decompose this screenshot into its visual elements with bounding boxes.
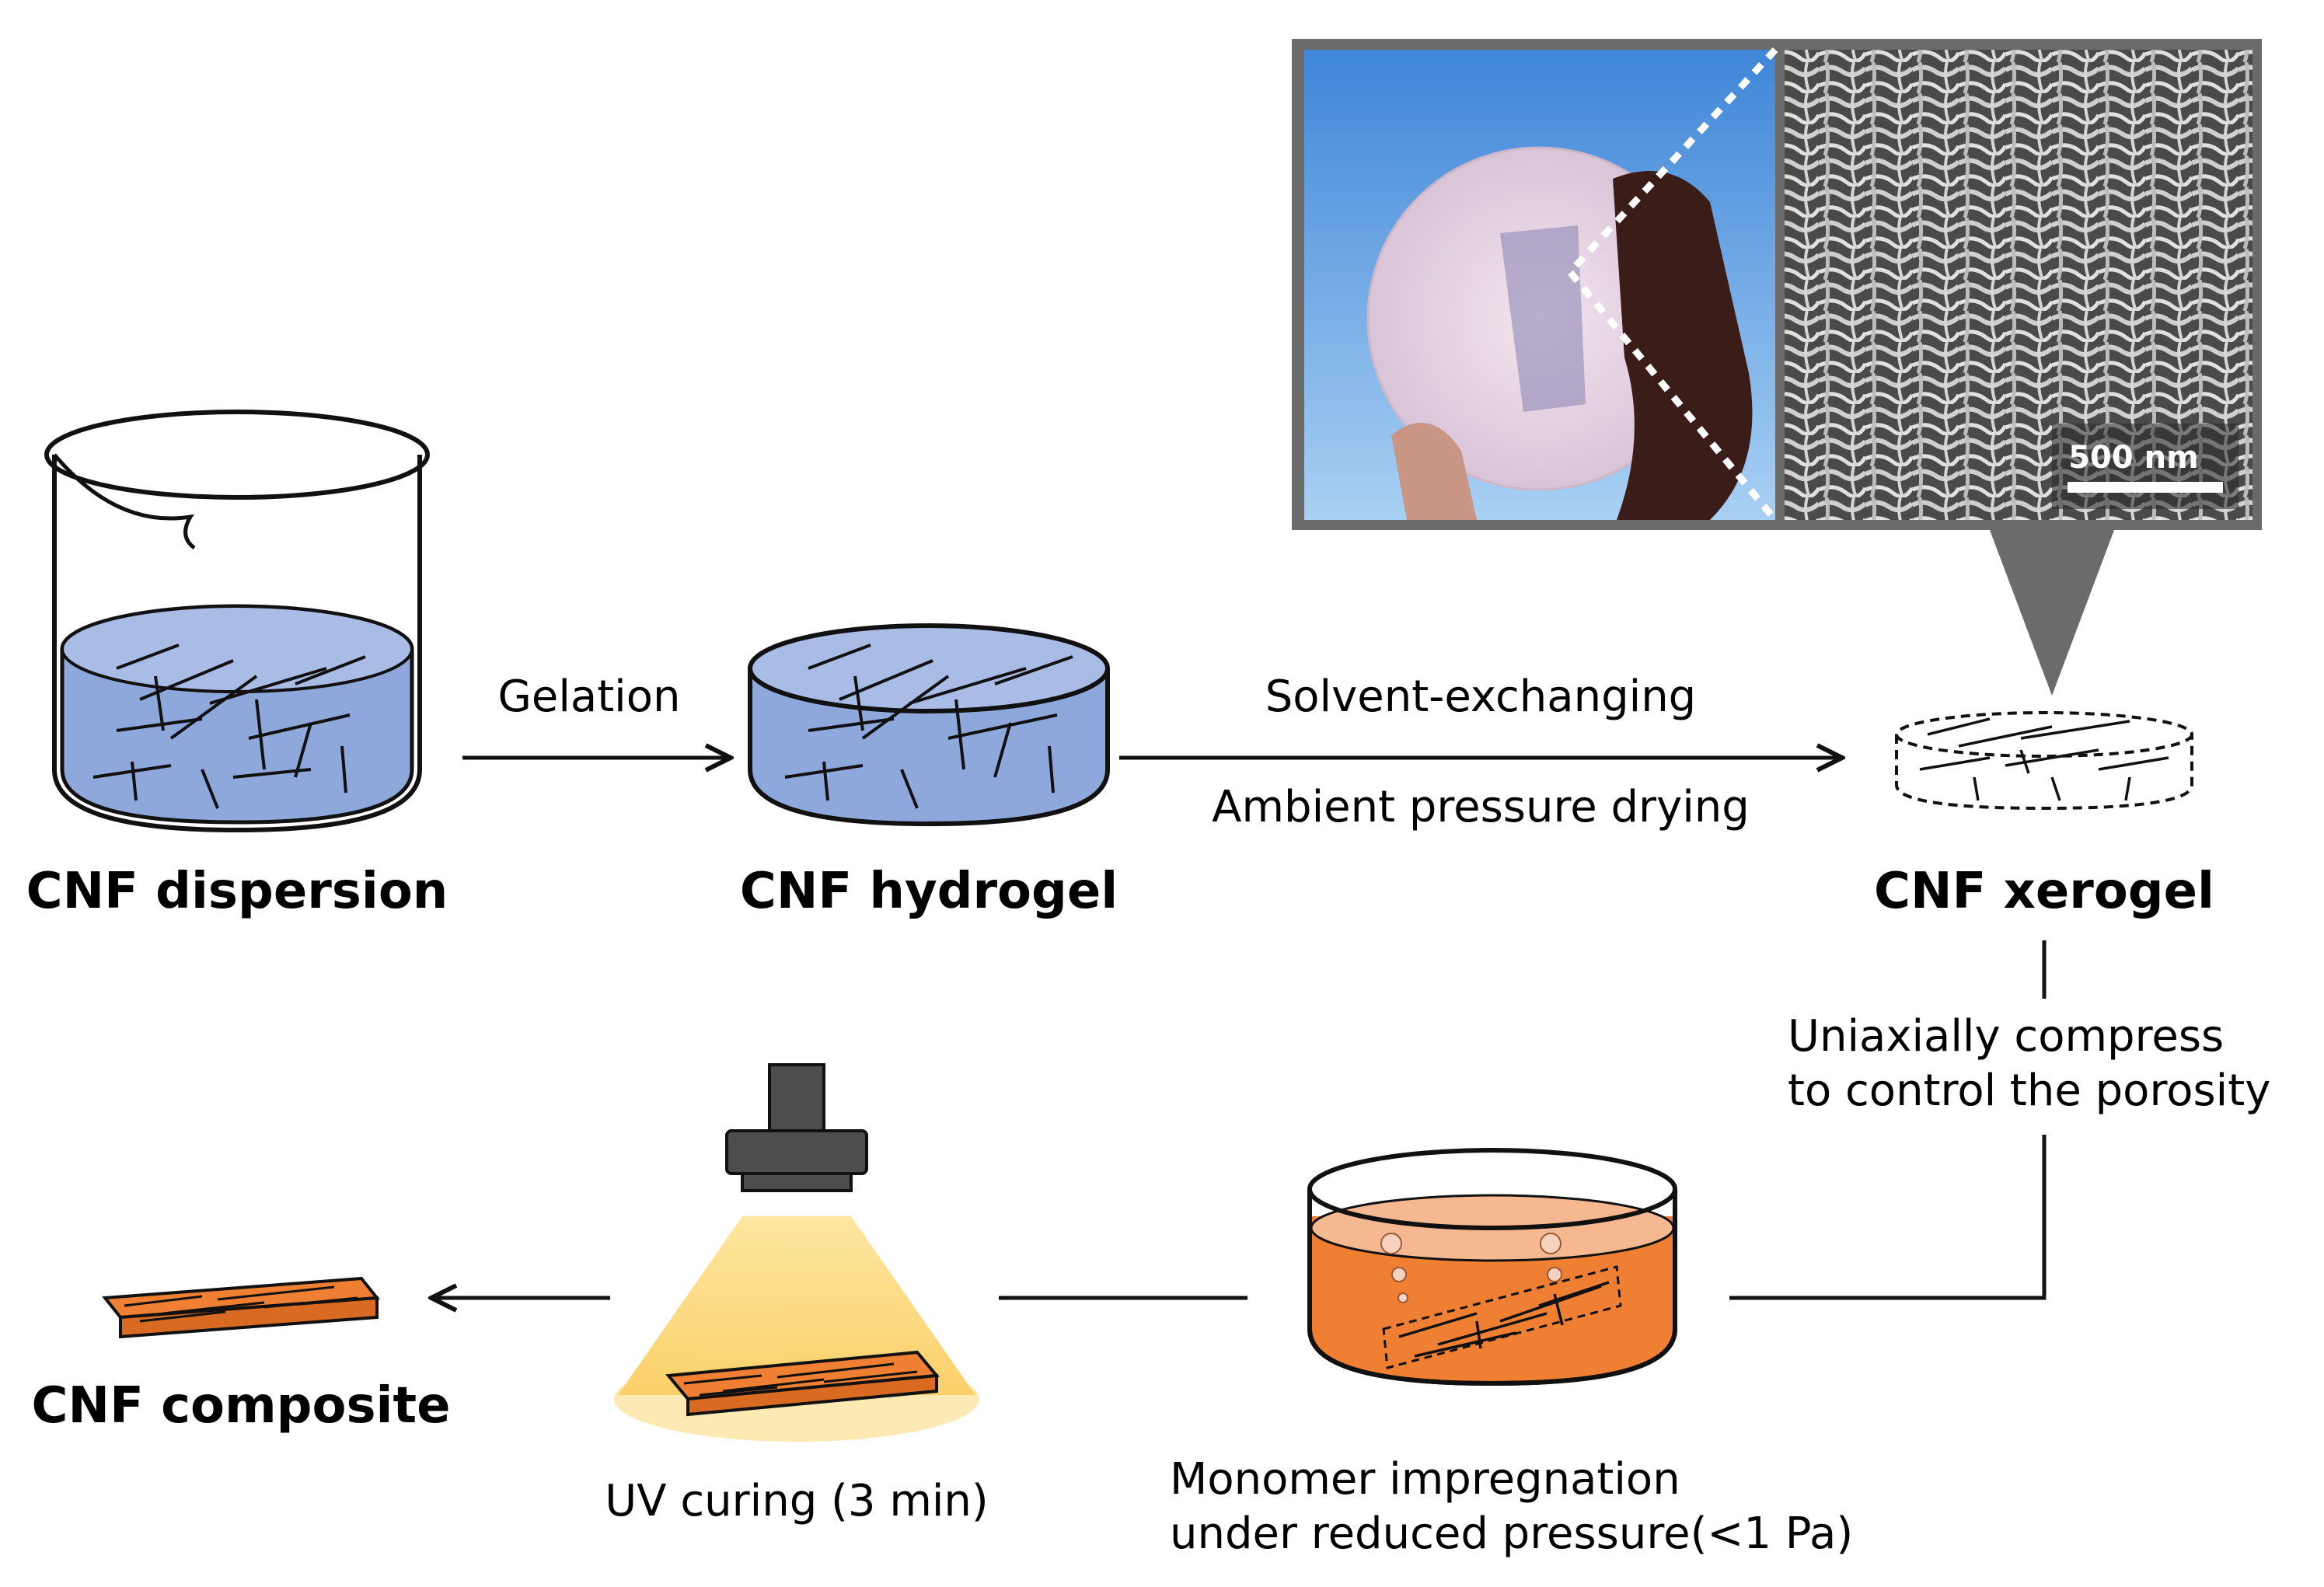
label-cnf-hydrogel: CNF hydrogel (740, 863, 1118, 920)
label-compress-line1: Uniaxially compress (1788, 1011, 2224, 1062)
label-compress-line2: to control the porosity (1788, 1066, 2270, 1116)
scale-bar (2068, 482, 2223, 493)
connector-bottom (1729, 1135, 2047, 1300)
label-solvent-exchanging: Solvent-exchanging (1265, 671, 1696, 722)
label-impregnation-line1: Monomer impregnation (1170, 1454, 1680, 1505)
label-ambient-drying: Ambient pressure drying (1212, 782, 1750, 832)
label-gelation: Gelation (498, 671, 681, 722)
beaker-icon (44, 410, 430, 833)
label-cnf-composite: CNF composite (32, 1377, 451, 1435)
label-cnf-dispersion: CNF dispersion (26, 863, 448, 920)
inset-pointer (1990, 530, 2114, 696)
composite-bar-icon (102, 1276, 380, 1339)
hydrogel-dish-icon (748, 623, 1110, 827)
scale-bar-label: 500 nm (2068, 440, 2199, 476)
micrograph-inset: 500 nm (1292, 39, 2262, 696)
xerogel-disk-icon (1895, 711, 2193, 811)
label-uv-curing: UV curing (3 min) (605, 1476, 989, 1526)
label-cnf-xerogel: CNF xerogel (1874, 863, 2214, 920)
uv-lamp-icon (614, 1063, 979, 1442)
label-impregnation-line2: under reduced pressure(<1 Pa) (1170, 1509, 1853, 1559)
impregnation-dish-icon (1307, 1148, 1677, 1386)
